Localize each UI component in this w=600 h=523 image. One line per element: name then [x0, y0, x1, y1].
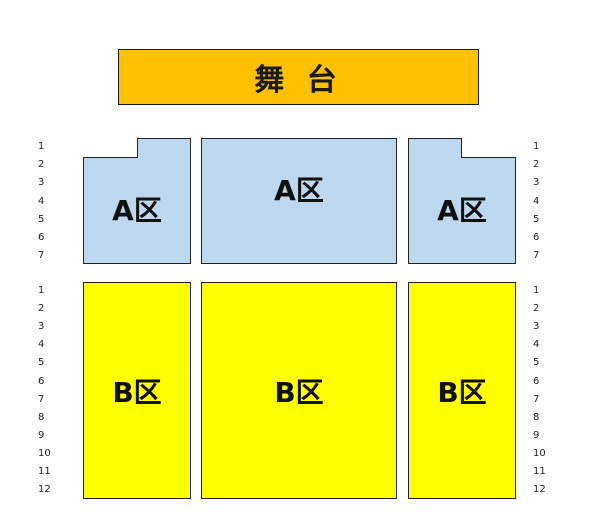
stage: 舞 台 [118, 49, 479, 105]
zone-a-center-label: A区 [274, 174, 324, 207]
zone-b-left-label: B区 [112, 375, 162, 409]
zone-b-row-left-9: 9 [38, 429, 45, 441]
zone-b-right-label: B区 [437, 375, 487, 409]
zone-a-row-left-6: 6 [38, 232, 45, 243]
zone-b-row-left-6: 6 [38, 375, 45, 387]
zone-b-row-left-2: 2 [38, 303, 45, 315]
zone-b-row-left-11: 11 [38, 466, 51, 477]
zone-b-row-left-3: 3 [38, 321, 45, 333]
zone-a-row-right-4: 4 [533, 195, 540, 207]
zone-b-center-label: B区 [274, 375, 324, 409]
zone-b-row-left-4: 4 [38, 339, 45, 351]
zone-a-left-label: A区 [112, 194, 162, 227]
zone-b-row-left-5: 5 [38, 357, 45, 369]
zone-a-row-left-5: 5 [38, 213, 45, 225]
zone-b-row-left-7: 7 [38, 393, 45, 405]
zone-b-row-right-6: 6 [533, 375, 540, 387]
zone-a-row-left-4: 4 [38, 195, 45, 207]
zone-b-center[interactable]: B区 [201, 282, 397, 499]
zone-b-row-right-8: 8 [533, 411, 540, 423]
zone-b-row-right-1: 1 [533, 285, 540, 296]
zone-a-row-right-5: 5 [533, 213, 540, 225]
zone-b-row-right-3: 3 [533, 321, 540, 333]
zone-b-row-right-4: 4 [533, 339, 540, 351]
zone-a-row-right-1: 1 [533, 141, 540, 152]
zone-a-row-right-2: 2 [533, 159, 540, 171]
zone-a-row-right-6: 6 [533, 232, 540, 243]
zone-a-left-shape [83, 138, 191, 264]
zone-a-row-right-7: 7 [533, 250, 540, 262]
zone-b-row-left-12: 12 [38, 484, 51, 496]
zone-a-row-left-3: 3 [38, 177, 45, 189]
zone-a-right-shape [408, 138, 516, 264]
zone-a-row-left-1: 1 [38, 141, 45, 152]
zone-a-row-left-7: 7 [38, 250, 45, 262]
zone-b-row-right-9: 9 [533, 429, 540, 441]
zone-b-left[interactable]: B区 [83, 282, 191, 499]
zone-a-right-label: A区 [437, 194, 487, 227]
zone-b-row-left-1: 1 [38, 285, 45, 296]
zone-b-row-right-5: 5 [533, 357, 540, 369]
zone-a-left[interactable]: A区 [83, 138, 191, 264]
zone-a-row-left-2: 2 [38, 159, 45, 171]
zone-b-row-left-8: 8 [38, 411, 45, 423]
zone-a-center[interactable]: A区 [201, 138, 397, 264]
zone-b-row-left-10: 10 [38, 447, 51, 459]
zone-a-row-right-3: 3 [533, 177, 540, 189]
zone-b-row-right-2: 2 [533, 303, 540, 315]
zone-a-right[interactable]: A区 [408, 138, 516, 264]
zone-b-row-right-11: 11 [533, 466, 546, 477]
zone-b-right[interactable]: B区 [408, 282, 516, 499]
zone-b-row-right-10: 10 [533, 447, 546, 459]
zone-b-row-right-7: 7 [533, 393, 540, 405]
zone-b-row-right-12: 12 [533, 484, 546, 496]
